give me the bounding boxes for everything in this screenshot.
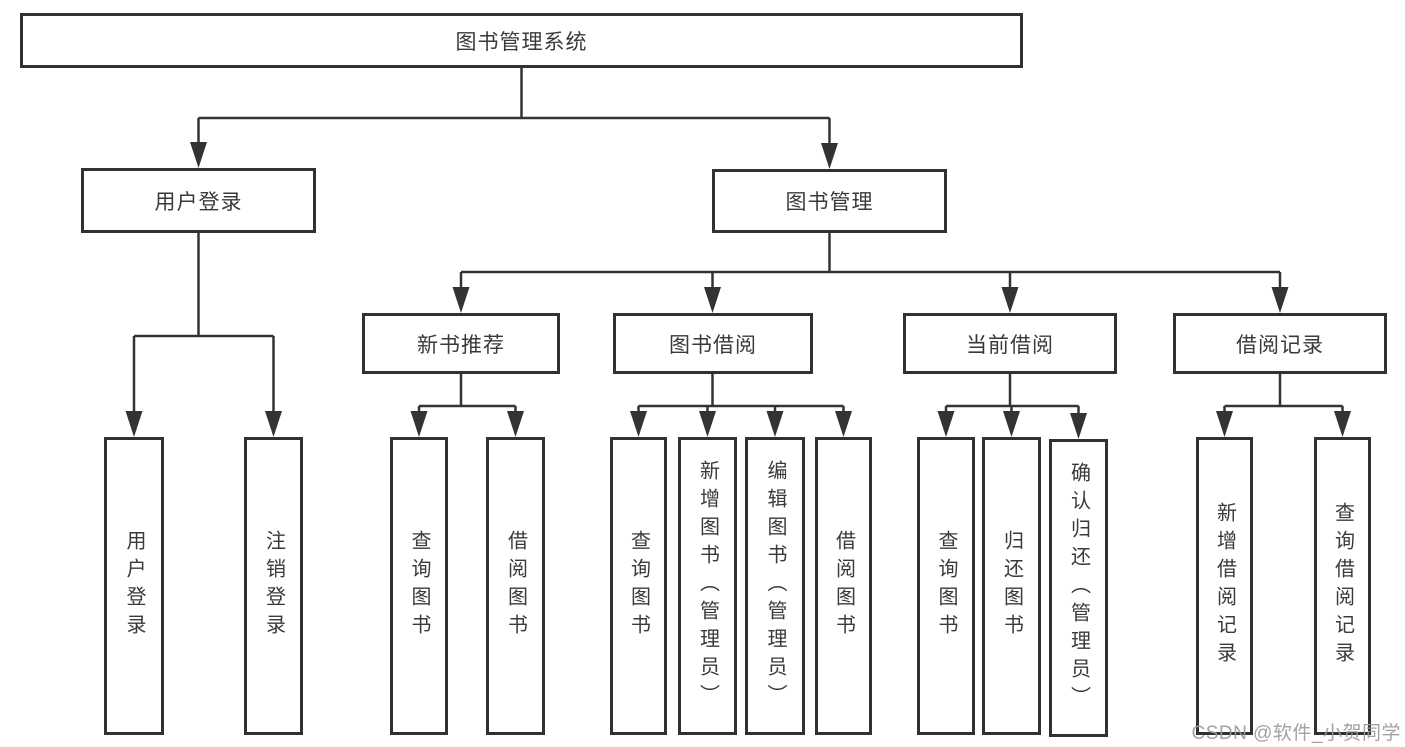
csdn-watermark: CSDN @软件_小贺同学 <box>1191 723 1401 744</box>
node-book-management: 图书管理 <box>712 169 947 233</box>
leaf-logout: 注销登录 <box>244 437 303 735</box>
node-label: 新增借阅记录 <box>1213 502 1236 670</box>
node-root-library-system: 图书管理系统 <box>20 13 1023 68</box>
leaf-records-add-borrow-record: 新增借阅记录 <box>1196 437 1253 735</box>
node-current-borrow: 当前借阅 <box>903 313 1117 374</box>
node-label: 图书借阅 <box>669 333 757 357</box>
node-label: 确认归还（管理员） <box>1067 462 1090 714</box>
node-label: 借阅图书 <box>832 530 855 642</box>
node-label: 图书管理系统 <box>455 30 588 54</box>
node-label: 当前借阅 <box>966 333 1054 357</box>
node-label: 查询借阅记录 <box>1331 502 1354 670</box>
node-label: 新增图书（管理员） <box>696 460 719 712</box>
leaf-records-query-borrow-record: 查询借阅记录 <box>1314 437 1371 735</box>
leaf-newbook-borrow-books: 借阅图书 <box>486 437 545 735</box>
edge-userlogin-to-leaves <box>125 233 282 437</box>
node-label: 注销登录 <box>262 530 285 642</box>
node-label: 新书推荐 <box>417 333 505 357</box>
node-new-book-recommend: 新书推荐 <box>362 313 560 374</box>
node-label: 归还图书 <box>1000 530 1023 642</box>
node-user-login: 用户登录 <box>81 168 316 233</box>
node-label: 查询图书 <box>408 530 430 642</box>
node-label: 查询图书 <box>627 530 650 642</box>
leaf-borrow-borrow-books: 借阅图书 <box>815 437 872 735</box>
node-label: 查询图书 <box>935 530 957 642</box>
node-label: 用户登录 <box>123 530 145 642</box>
node-label: 借阅记录 <box>1236 333 1324 357</box>
edge-records-to-leaves <box>1216 374 1351 437</box>
edge-newbook-to-leaves <box>410 374 524 437</box>
node-label: 图书管理 <box>785 191 874 214</box>
node-borrow-records: 借阅记录 <box>1173 313 1387 374</box>
leaf-newbook-query-books: 查询图书 <box>390 437 448 735</box>
leaf-user-login: 用户登录 <box>104 437 164 735</box>
leaf-borrow-add-books-admin: 新增图书（管理员） <box>678 437 737 735</box>
leaf-current-return-books: 归还图书 <box>982 437 1041 735</box>
edge-borrow-to-leaves <box>630 374 852 437</box>
node-label: 用户登录 <box>154 190 243 214</box>
leaf-borrow-edit-books-admin: 编辑图书（管理员） <box>745 437 805 735</box>
node-label: 编辑图书（管理员） <box>764 460 786 712</box>
node-book-borrow: 图书借阅 <box>613 313 813 374</box>
edge-current-to-leaves <box>937 374 1087 439</box>
node-label: 借阅图书 <box>504 530 527 642</box>
edge-root-to-level2 <box>190 68 838 169</box>
leaf-current-query-books: 查询图书 <box>917 437 975 735</box>
leaf-borrow-query-books: 查询图书 <box>610 437 667 735</box>
edge-bookmgmt-to-level3 <box>452 233 1289 313</box>
leaf-current-confirm-return-admin: 确认归还（管理员） <box>1049 439 1108 737</box>
